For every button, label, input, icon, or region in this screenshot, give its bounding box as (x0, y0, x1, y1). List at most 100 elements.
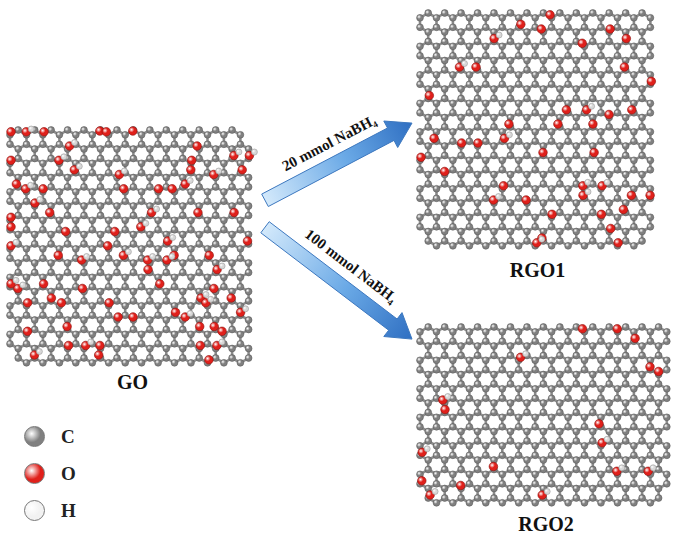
carbon-atom (147, 288, 154, 295)
carbon-atom (188, 340, 195, 347)
carbon-atom (204, 312, 211, 319)
carbon-atom (171, 217, 178, 224)
carbon-atom (179, 269, 186, 276)
carbon-atom (97, 231, 104, 238)
oxygen-atom (205, 356, 214, 365)
carbon-atom (48, 260, 55, 267)
carbon-atom (7, 331, 14, 338)
carbon-atom (204, 160, 211, 167)
oxygen-atom (218, 327, 227, 336)
carbon-atom (229, 127, 236, 134)
carbon-atom (204, 217, 211, 224)
carbon-atom (15, 298, 22, 305)
hydrogen-atom (76, 163, 82, 169)
carbon-atom (130, 203, 137, 210)
carbon-atom (229, 326, 236, 333)
carbon-atom (89, 245, 96, 252)
carbon-atom (188, 131, 195, 138)
carbon-atom (15, 345, 22, 352)
carbon-atom (48, 146, 55, 153)
carbon-atom (89, 217, 96, 224)
carbon-atom (64, 127, 71, 134)
carbon-atom (40, 169, 47, 176)
hydrogen-atom (251, 149, 257, 155)
carbon-atom (122, 274, 129, 281)
oxygen-atom (154, 185, 163, 194)
carbon-atom (72, 331, 79, 338)
carbon-atom (122, 141, 129, 148)
carbon-atom (56, 131, 63, 138)
carbon-atom (163, 174, 170, 181)
carbon-atom (237, 141, 244, 148)
carbon-atom (105, 169, 112, 176)
sheet-node: RGO1 (415, 8, 660, 282)
carbon-atom (89, 302, 96, 309)
carbon-atom (130, 146, 137, 153)
carbon-atom (229, 345, 236, 352)
oxygen-atom (129, 127, 138, 136)
carbon-atom (40, 160, 47, 167)
carbon-atom (179, 355, 186, 362)
carbon-atom (72, 245, 79, 252)
carbon-atom (31, 317, 38, 324)
carbon-atom (105, 141, 112, 148)
carbon-atom (163, 146, 170, 153)
carbon-atom (155, 359, 162, 366)
carbon-atom (105, 283, 112, 290)
carbon-atom (56, 274, 63, 281)
carbon-atom (179, 203, 186, 210)
carbon-atom (122, 312, 129, 319)
hydrogen-atom (208, 296, 214, 302)
carbon-atom (245, 326, 252, 333)
carbon-atom (188, 188, 195, 195)
carbon-atom (31, 326, 38, 333)
oxygen-atom (12, 180, 21, 189)
carbon-atom (48, 269, 55, 276)
carbon-atom (237, 131, 244, 138)
carbon-atom (229, 184, 236, 191)
carbon-atom (105, 274, 112, 281)
carbon-atom (138, 131, 145, 138)
carbon-atom (81, 184, 88, 191)
carbon-atom (188, 226, 195, 233)
carbon-atom (130, 241, 137, 248)
hydrogen-atom (125, 249, 131, 255)
carbon-atom (64, 174, 71, 181)
carbon-atom (15, 317, 22, 324)
hydrogen-atom (236, 149, 242, 155)
carbon-atom (81, 203, 88, 210)
carbon-atom (147, 146, 154, 153)
carbon-atom (122, 226, 129, 233)
carbon-atom (48, 174, 55, 181)
carbon-atom (48, 127, 55, 134)
carbon-atom (56, 217, 63, 224)
carbon-atom (130, 288, 137, 295)
carbon-atom (40, 141, 47, 148)
carbon-atom (40, 302, 47, 309)
carbon-atom (147, 241, 154, 248)
carbon-atom (245, 184, 252, 191)
carbon-atom (81, 127, 88, 134)
carbon-atom (81, 174, 88, 181)
carbon-atom (147, 231, 154, 238)
hydrogen-atom (154, 206, 160, 212)
oxygen-atom (54, 251, 63, 260)
carbon-atom (89, 131, 96, 138)
carbon-atom (15, 146, 22, 153)
carbon-atom (89, 359, 96, 366)
oxygen-atom (7, 223, 16, 232)
carbon-atom (48, 355, 55, 362)
carbon-atom (155, 226, 162, 233)
carbon-atom (221, 198, 228, 205)
carbon-atom (72, 340, 79, 347)
hydrogen-atom (72, 140, 78, 146)
carbon-atom (31, 241, 38, 248)
carbon-atom (72, 226, 79, 233)
carbon-atom (89, 160, 96, 167)
hydrogen-atom (143, 220, 149, 226)
carbon-atom (23, 141, 30, 148)
oxygen-atom (210, 322, 219, 331)
sheet-label: GO (5, 370, 260, 394)
carbon-atom (221, 274, 228, 281)
carbon-atom (56, 359, 63, 366)
